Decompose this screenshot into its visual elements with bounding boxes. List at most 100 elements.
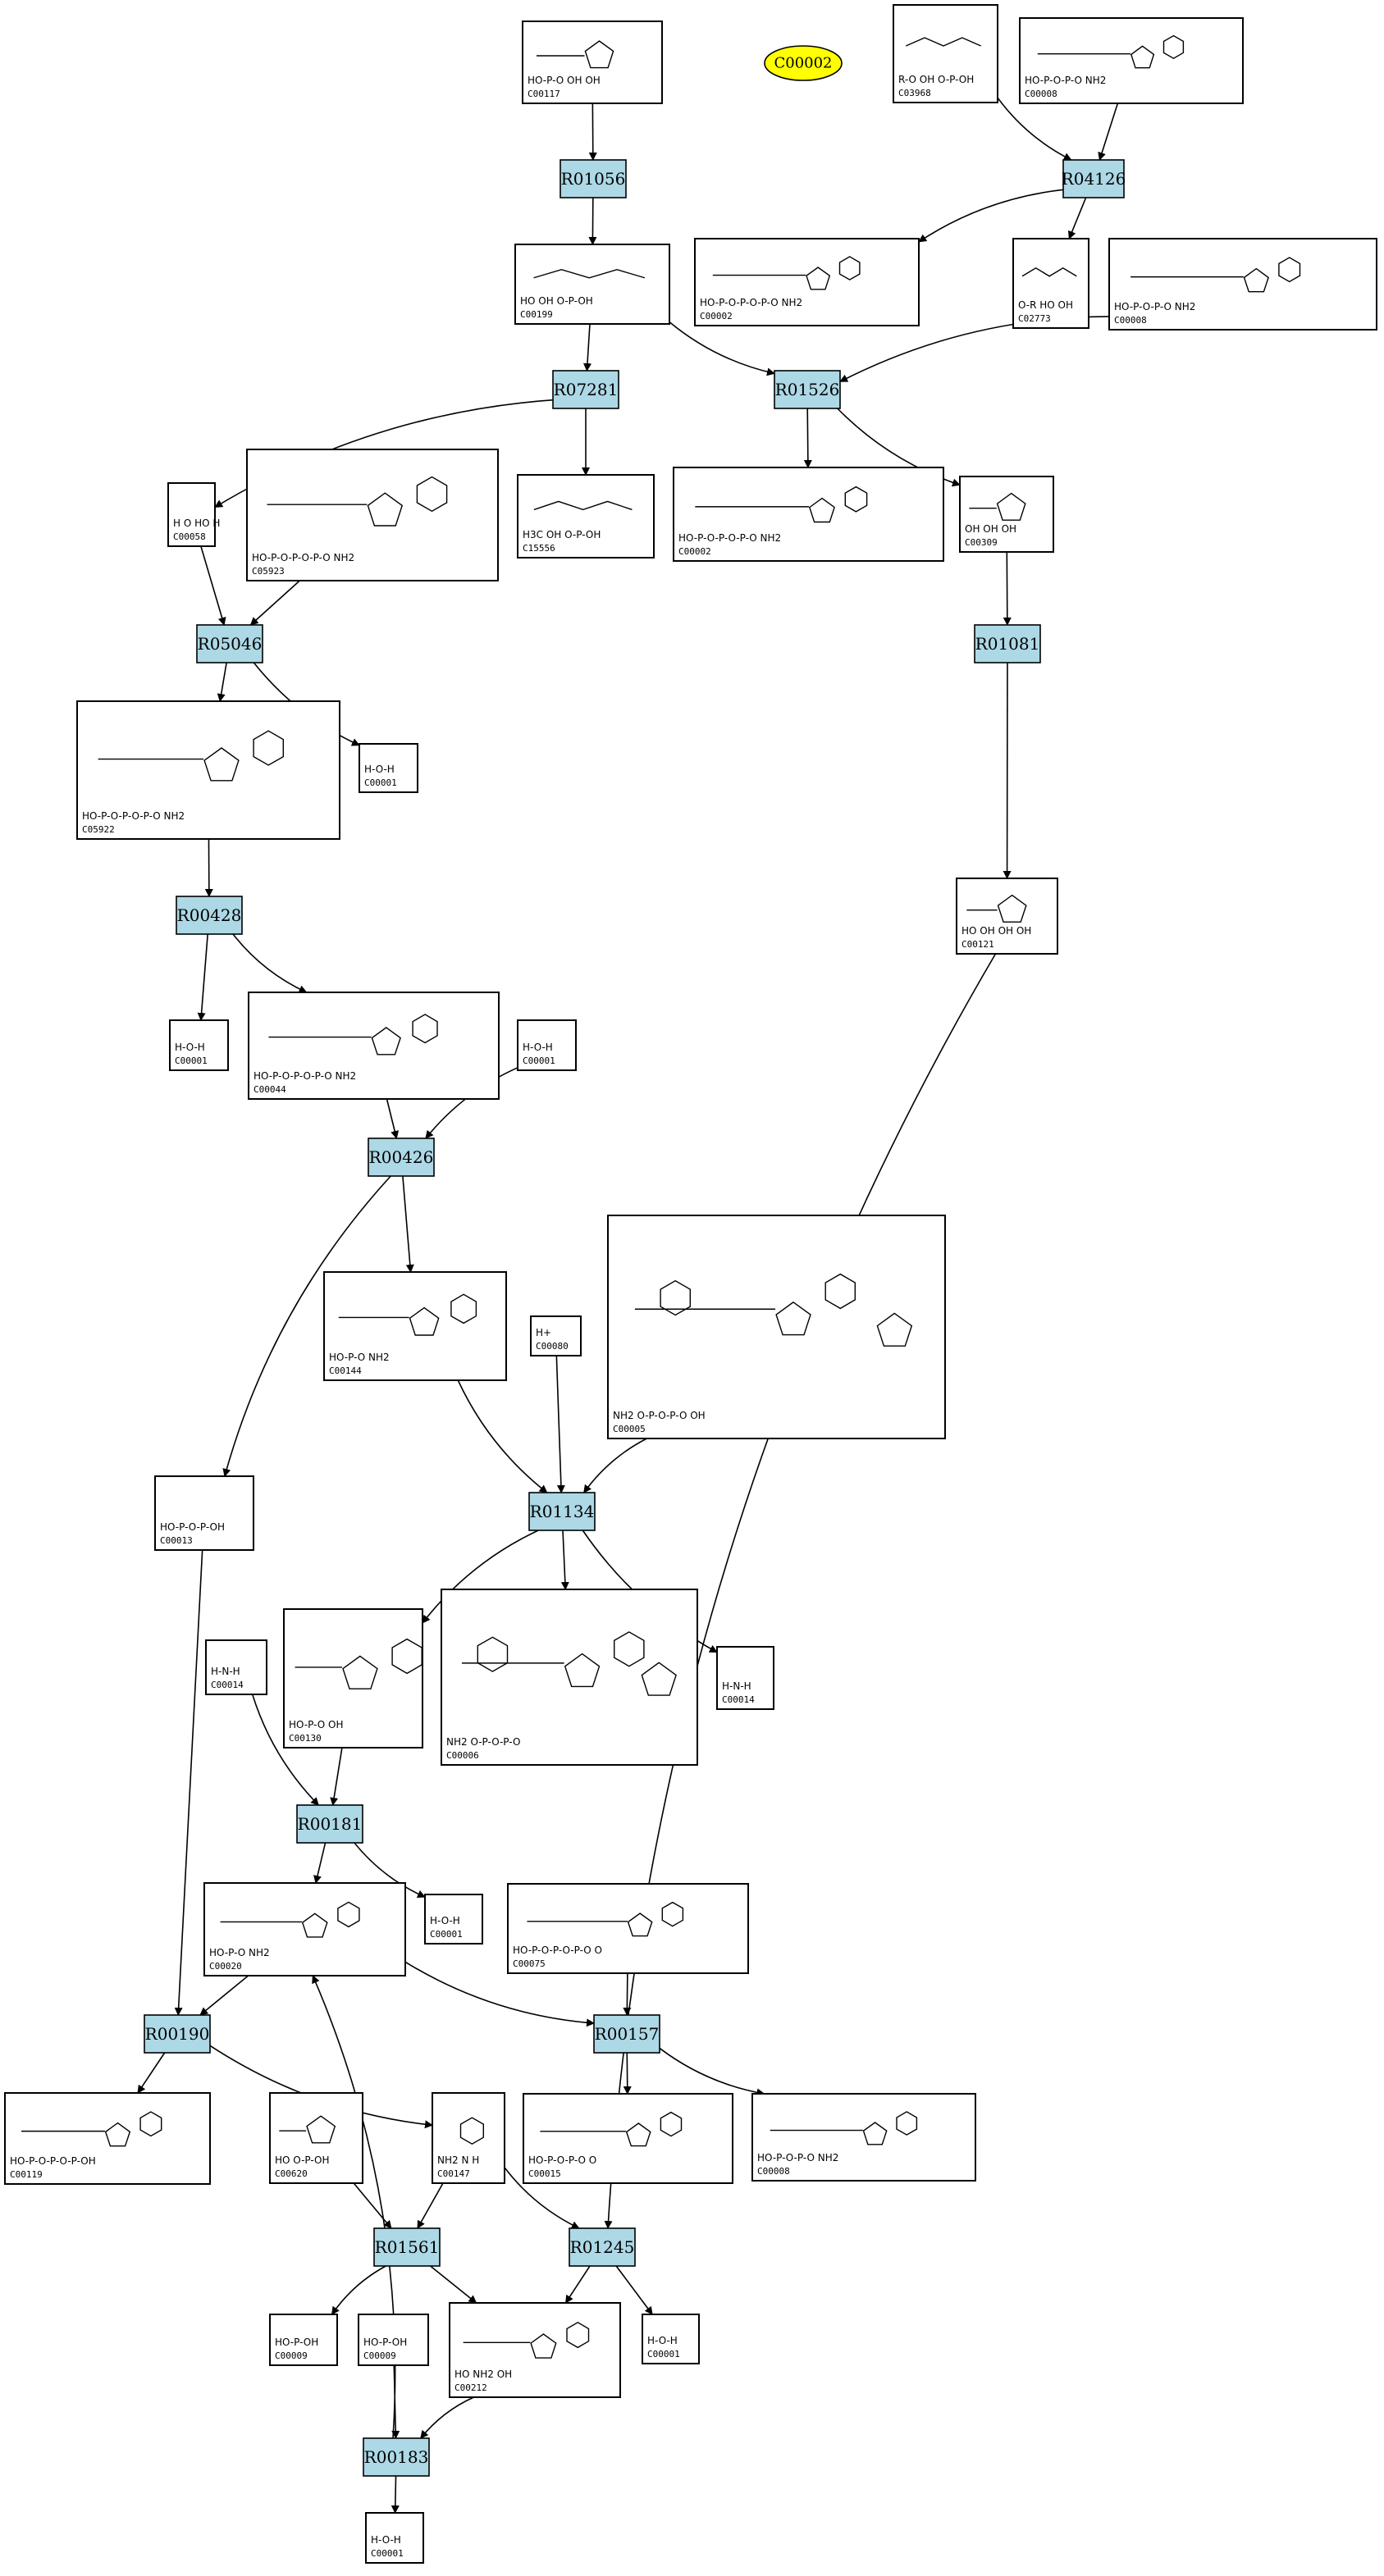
compound-box[interactable] [673, 467, 944, 562]
compound-box[interactable] [517, 474, 655, 559]
compound-box[interactable] [751, 2093, 976, 2182]
compound-box[interactable] [248, 992, 500, 1100]
compound-box[interactable] [269, 2314, 338, 2366]
reaction-r04126[interactable]: R04126 [1062, 159, 1126, 198]
reaction-r01245[interactable]: R01245 [569, 2227, 636, 2267]
reaction-r07281[interactable]: R07281 [552, 370, 619, 409]
compound-box[interactable] [76, 700, 340, 840]
compound-box[interactable] [530, 1315, 582, 1356]
reaction-r00183[interactable]: R00183 [363, 2437, 430, 2477]
reaction-box[interactable] [144, 2014, 211, 2054]
compound-box[interactable] [716, 1646, 774, 1710]
compound-box[interactable] [956, 878, 1058, 955]
reaction-box[interactable] [560, 159, 627, 198]
reaction-box[interactable] [363, 2437, 430, 2477]
compound-box[interactable] [1019, 17, 1244, 104]
compound-box[interactable] [694, 238, 920, 326]
reaction-box[interactable] [528, 1492, 596, 1531]
compound-box[interactable] [441, 1589, 698, 1766]
compound-box[interactable] [514, 244, 670, 325]
reaction-r00190[interactable]: R00190 [144, 2014, 211, 2054]
compound-box[interactable] [424, 1894, 483, 1945]
compound-box[interactable] [893, 4, 998, 103]
compound-box[interactable] [167, 482, 216, 547]
compound-box[interactable] [205, 1639, 267, 1695]
compound-box[interactable] [1108, 238, 1377, 331]
compound-box[interactable] [359, 743, 418, 793]
reaction-r00181[interactable]: R00181 [296, 1804, 363, 1844]
compound-box[interactable] [283, 1608, 423, 1748]
reaction-box[interactable] [368, 1138, 435, 1177]
reaction-box[interactable] [569, 2227, 636, 2267]
compound-box[interactable] [323, 1271, 507, 1381]
reaction-r00157[interactable]: R00157 [593, 2014, 660, 2054]
reaction-box[interactable] [296, 1804, 363, 1844]
compound-box[interactable] [523, 2093, 733, 2184]
reaction-box[interactable] [974, 624, 1041, 663]
compound-box[interactable] [642, 2314, 700, 2364]
compound-box[interactable] [507, 1883, 749, 1974]
compound-box[interactable] [1012, 238, 1089, 329]
reaction-box[interactable] [196, 624, 263, 663]
compound-box[interactable] [959, 476, 1054, 553]
reaction-r01526[interactable]: R01526 [774, 370, 841, 409]
compound-box[interactable] [358, 2314, 429, 2366]
reaction-box[interactable] [1062, 159, 1125, 198]
compound-c00080[interactable]: H+C00080 [530, 1315, 582, 1356]
reaction-box[interactable] [373, 2227, 441, 2267]
reaction-r01056[interactable]: R01056 [560, 159, 627, 198]
reaction-r00426[interactable]: R00426 [368, 1138, 435, 1177]
reaction-box[interactable] [593, 2014, 660, 2054]
reaction-box[interactable] [176, 896, 243, 935]
compound-box[interactable] [154, 1475, 254, 1551]
reaction-r01561[interactable]: R01561 [373, 2227, 441, 2267]
compound-box[interactable] [246, 449, 499, 581]
reaction-box[interactable] [774, 370, 841, 409]
reaction-r01081[interactable]: R01081 [974, 624, 1041, 663]
reaction-r01134[interactable]: R01134 [528, 1492, 596, 1531]
compound-box[interactable] [522, 21, 663, 104]
reaction-box[interactable] [552, 370, 619, 409]
compound-box[interactable] [269, 2092, 363, 2184]
compound-box[interactable] [432, 2092, 505, 2184]
compound-box[interactable] [517, 1019, 577, 1071]
compound-box[interactable] [449, 2302, 621, 2398]
highlight-node[interactable]: C00002 [764, 45, 843, 81]
